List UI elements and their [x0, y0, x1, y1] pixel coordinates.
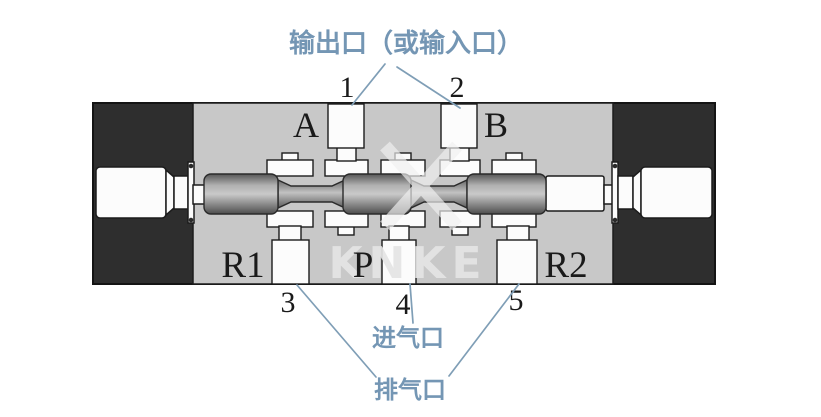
- port-5-opening: [496, 239, 538, 285]
- watermark-text: KNKE: [328, 238, 487, 289]
- right-piston: [640, 166, 713, 219]
- left-piston: [95, 166, 167, 219]
- exhaust-port-callout: 排气口: [374, 376, 446, 404]
- leader-port4-to-intake: [409, 283, 414, 324]
- port-1-passage: [327, 103, 365, 162]
- valve-spool: [203, 173, 547, 215]
- port-5-neck: [506, 225, 530, 242]
- output-port-callout: 输出口（或输入口）: [289, 28, 523, 59]
- port-a-label: A: [293, 105, 319, 145]
- port-b-label: B: [484, 105, 508, 145]
- port-3-opening: [271, 239, 310, 285]
- left-piston-assembly: [95, 161, 206, 224]
- port-r1-label: R1: [221, 245, 264, 286]
- right-seal-dot-top: [612, 163, 618, 169]
- port-r2-label: R2: [544, 245, 587, 286]
- port-1-opening: [327, 103, 365, 149]
- right-piston-cylinder: [617, 175, 634, 210]
- right-piston-taper: [632, 168, 642, 217]
- left-spool-stub: [192, 184, 206, 205]
- port-4-opening: [381, 239, 417, 285]
- port-number-3: 3: [281, 286, 296, 319]
- port-number-4: 4: [396, 288, 411, 321]
- right-seal: [611, 161, 619, 224]
- port-1-neck: [336, 146, 357, 162]
- port-4-passage: [381, 225, 417, 285]
- intake-port-callout: 进气口: [372, 324, 444, 352]
- port-p-label: P: [353, 245, 374, 286]
- leader-top-to-port2: [396, 66, 461, 109]
- right-spool-stem: [545, 175, 605, 212]
- leader-top-to-port1: [351, 63, 386, 106]
- left-piston-cylinder: [173, 175, 189, 210]
- right-seal-dot-bottom: [612, 217, 618, 223]
- spool-land-right: [466, 173, 547, 215]
- left-seal-dot-top: [188, 163, 194, 169]
- port-2-passage: [440, 103, 478, 162]
- port-5-passage: [496, 225, 538, 285]
- port-number-2: 2: [450, 71, 465, 104]
- right-piston-assembly: [545, 161, 713, 224]
- chamber: [266, 159, 314, 177]
- callout-leader-lines: [296, 63, 520, 378]
- leader-port5-to-exhaust: [448, 283, 520, 377]
- watermark: KNKE: [328, 141, 487, 289]
- port-number-1: 1: [340, 71, 355, 104]
- spool-land-left: [203, 173, 279, 215]
- left-seal-dot-bottom: [188, 217, 194, 223]
- port-3-neck: [278, 225, 302, 242]
- port-3-passage: [271, 225, 310, 285]
- left-piston-taper: [165, 168, 175, 217]
- port-2-opening: [440, 103, 478, 149]
- leader-port3-to-exhaust: [296, 284, 377, 378]
- watermark-logo-icon: [380, 141, 462, 231]
